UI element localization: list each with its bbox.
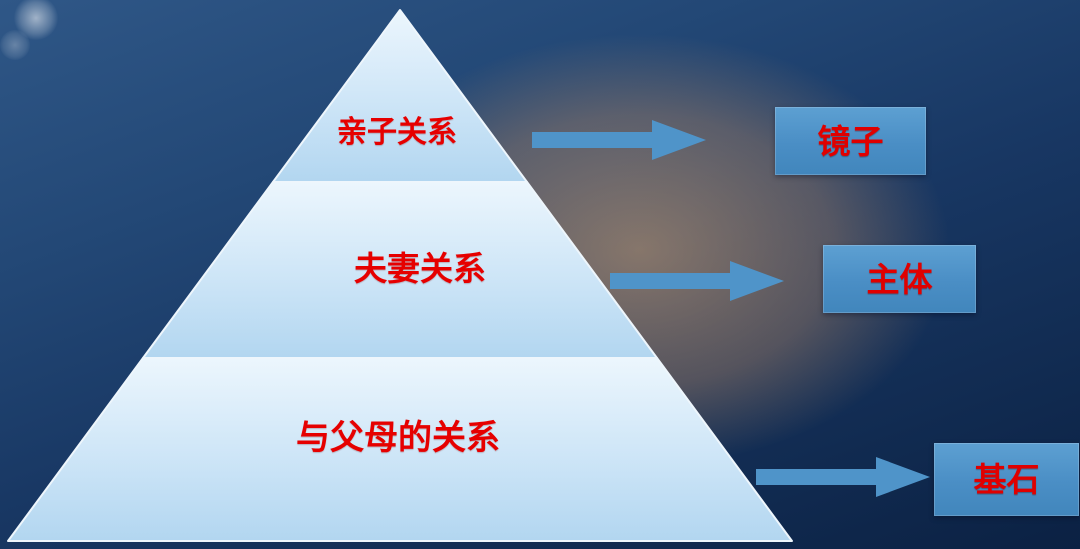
pyramid-tier-top	[272, 9, 528, 183]
right-arrow-icon	[756, 457, 930, 497]
callout-label: 镜子	[817, 122, 884, 160]
pyramid-label-bottom: 与父母的关系	[296, 419, 500, 457]
pyramid-label-middle: 夫妻关系	[354, 250, 486, 287]
callout-label: 主体	[866, 260, 933, 298]
callout-label: 基石	[973, 461, 1040, 498]
callout-box-main-body: 主体	[823, 245, 976, 313]
callout-box-cornerstone: 基石	[934, 443, 1079, 516]
pyramid-shape	[7, 9, 793, 542]
pyramid-tier-bottom	[7, 357, 793, 542]
pyramid-label-top: 亲子关系	[337, 116, 457, 149]
callout-box-mirror: 镜子	[775, 107, 926, 175]
right-arrow-icon	[610, 261, 784, 301]
right-arrow-icon	[532, 120, 706, 160]
